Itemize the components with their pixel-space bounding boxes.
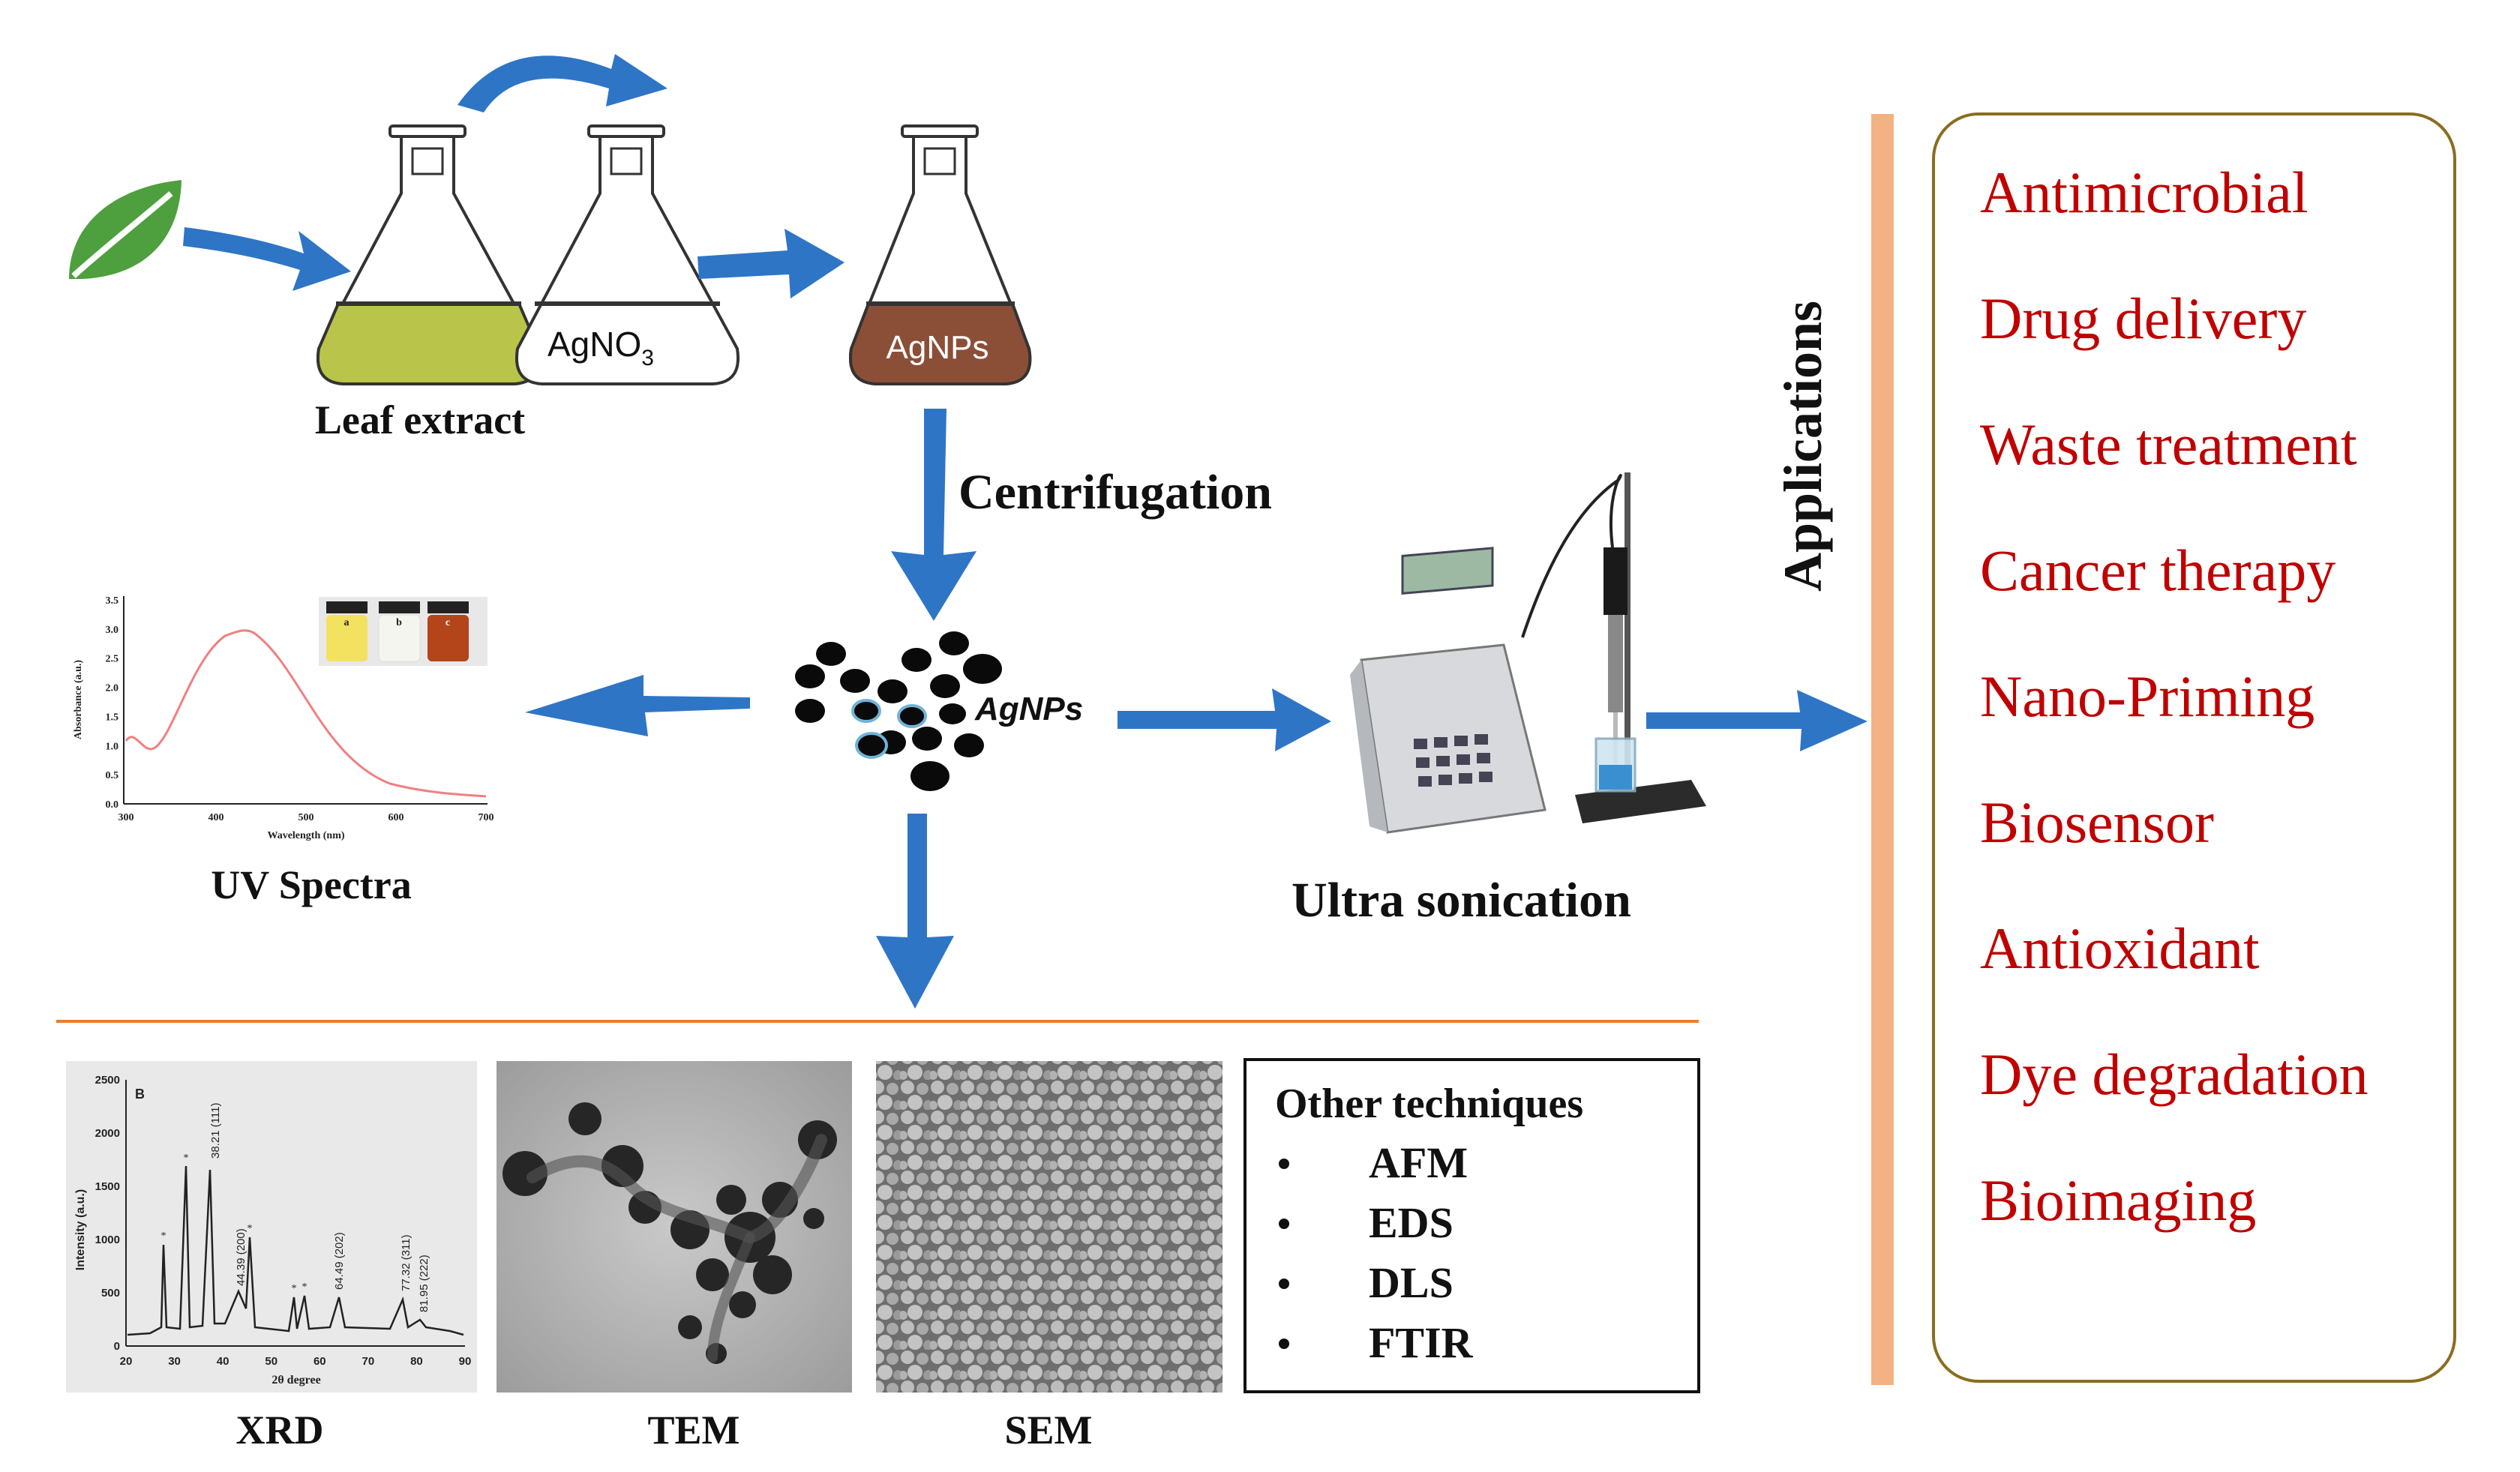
svg-text:*: * — [248, 1223, 253, 1234]
ultra-sonication-caption: Ultra sonication — [1292, 873, 1631, 928]
uv-ytick-label: 3.0 — [106, 625, 119, 636]
xrd-peak-label-1: 38.21 (111) — [209, 1103, 222, 1159]
uv-ytick-label: 3.5 — [106, 595, 119, 607]
application-item: Antioxidant — [1980, 916, 2260, 981]
xrd-peak-label-5: 81.95 (222) — [418, 1255, 430, 1312]
arrow-agno3-to-agnps — [698, 229, 844, 298]
tem-caption: TEM — [647, 1408, 740, 1453]
svg-text:*: * — [292, 1283, 297, 1294]
arrow-to-applications — [1646, 690, 1868, 751]
uv-absorbance-curve — [124, 629, 487, 798]
agno3-flask — [515, 124, 740, 385]
application-item: Waste treatment — [1980, 412, 2357, 477]
arrow-to-characterization — [876, 814, 954, 1009]
ultrasonicator-device — [1350, 472, 1706, 834]
agnps-particles-label: AgNPs — [974, 691, 1083, 727]
xrd-ytick-label: 500 — [101, 1287, 120, 1300]
uv-xtick-label: 500 — [298, 812, 314, 823]
application-item: Nano-Priming — [1980, 664, 2314, 729]
arrow-leaf-to-extract — [183, 227, 351, 291]
agnps-flask — [849, 124, 1032, 385]
bullet-icon — [1279, 1279, 1289, 1289]
application-item: Bioimaging — [1980, 1168, 2256, 1233]
xrd-peak-label-3: 64.49 (202) — [333, 1232, 346, 1290]
xrd-caption: XRD — [236, 1408, 324, 1453]
other-technique-item: FTIR — [1369, 1318, 1474, 1367]
application-item: Drug delivery — [1980, 286, 2306, 351]
svg-text:*: * — [184, 1153, 189, 1164]
xrd-peak-label-2: 44.39 (200) — [235, 1228, 248, 1286]
bullet-icon — [1279, 1219, 1289, 1229]
other-techniques-title: Other techniques — [1275, 1081, 1583, 1127]
other-technique-item: DLS — [1369, 1258, 1454, 1307]
leaf-extract-flask — [316, 124, 541, 385]
xrd-ylabel: Intensity (a.u.) — [74, 1189, 87, 1270]
applications-heading: Applications — [1773, 301, 1833, 592]
arrow-extract-to-agno3 — [458, 54, 668, 112]
xrd-xtick-label: 60 — [314, 1355, 326, 1368]
xrd-xtick-label: 80 — [410, 1355, 423, 1368]
sem-image — [876, 1061, 1222, 1393]
xrd-xtick-label: 50 — [265, 1355, 278, 1368]
applications-box — [1932, 112, 2456, 1383]
agnps-particles-icon — [795, 631, 1002, 791]
uv-xtick-label: 700 — [478, 812, 494, 823]
xrd-pattern-curve — [127, 1165, 464, 1336]
xrd-ytick-label: 2000 — [95, 1127, 120, 1140]
xrd-ytick-label: 2500 — [95, 1074, 120, 1087]
bullet-icon — [1279, 1159, 1289, 1169]
uv-ytick-label: 0.0 — [106, 799, 119, 811]
uv-ytick-label: 2.0 — [106, 683, 119, 694]
other-techniques-box: Other techniques AFM EDS DLS FTIR — [1244, 1058, 1700, 1393]
svg-text:*: * — [302, 1282, 308, 1293]
centrifugation-label: Centrifugation — [958, 465, 1272, 520]
xrd-xtick-label: 20 — [120, 1355, 133, 1368]
uv-ytick-label: 2.5 — [106, 654, 119, 665]
uv-ytick-label: 1.0 — [106, 741, 119, 752]
arrow-to-sonication — [1118, 688, 1331, 751]
vial-label-b: b — [396, 617, 402, 628]
application-item: Antimicrobial — [1980, 160, 2308, 225]
xrd-peak-label-4: 77.32 (311) — [400, 1234, 412, 1291]
uv-ytick-label: 0.5 — [106, 770, 119, 781]
application-item: Biosensor — [1980, 790, 2214, 855]
uv-xtick-label: 600 — [388, 812, 404, 823]
vial-label-a: a — [344, 617, 350, 628]
tem-image — [496, 1061, 852, 1393]
xrd-panel-letter: B — [135, 1087, 145, 1102]
uv-ylabel: Absorbance (a.u.) — [73, 660, 84, 740]
uv-ytick-label: 1.5 — [106, 712, 119, 723]
xrd-xtick-label: 40 — [217, 1355, 230, 1368]
xrd-ytick-label: 0 — [114, 1340, 120, 1353]
xrd-xtick-label: 90 — [459, 1355, 472, 1368]
other-technique-item: EDS — [1369, 1198, 1454, 1247]
xrd-ytick-label: 1000 — [95, 1234, 120, 1246]
uv-spectra-chart: 3.5 3.0 2.5 2.0 1.5 1.0 0.5 0.0 300 400 500 600 700… — [71, 592, 495, 841]
uv-xlabel: Wavelength (nm) — [267, 830, 344, 841]
uv-xtick-label: 400 — [208, 812, 224, 823]
agnps-flask-label: AgNPs — [886, 329, 989, 366]
xrd-xlabel: 2θ degree — [272, 1374, 320, 1387]
xrd-ytick-label: 1500 — [95, 1180, 120, 1193]
xrd-xtick-label: 70 — [362, 1355, 375, 1368]
applications-bar — [1871, 114, 1894, 1385]
uv-vials-photo: a b c — [319, 597, 488, 666]
application-item: Dye degradation — [1980, 1042, 2368, 1107]
agno3-label: AgNO3 — [548, 325, 654, 370]
other-technique-item: AFM — [1369, 1138, 1468, 1187]
application-item: Cancer therapy — [1980, 538, 2336, 603]
bullet-icon — [1279, 1339, 1289, 1349]
svg-text:*: * — [161, 1231, 166, 1242]
leaf-extract-label: Leaf extract — [315, 397, 525, 442]
vial-label-c: c — [446, 617, 450, 628]
xrd-xtick-label: 30 — [168, 1355, 181, 1368]
arrow-centrifugation — [891, 409, 976, 621]
uv-spectra-caption: UV Spectra — [211, 862, 411, 907]
sem-caption: SEM — [1004, 1408, 1092, 1453]
arrow-to-uv-spectra — [525, 675, 750, 736]
leaf-icon — [69, 180, 182, 279]
uv-xtick-label: 300 — [118, 812, 134, 823]
